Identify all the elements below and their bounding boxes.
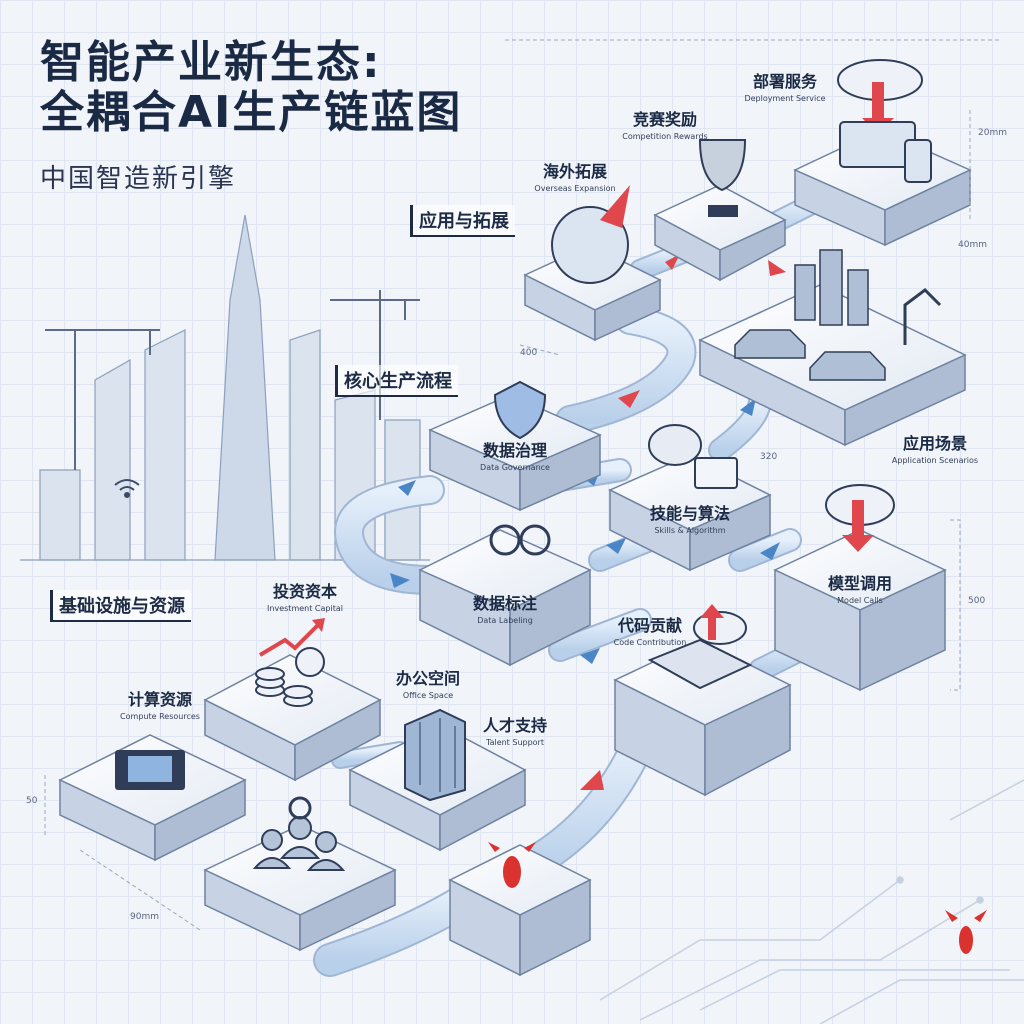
node-deploy-zh: 部署服务: [752, 72, 817, 91]
team-people-icon: [252, 816, 346, 871]
circuit-traces: [599, 779, 1024, 1024]
node-skills-zh: 技能与算法: [649, 504, 730, 523]
dim-20mm: 20mm: [978, 128, 1007, 138]
node-overseas: 海外拓展 Overseas Expansion: [515, 158, 635, 193]
node-compute-en: Compute Resources: [120, 712, 200, 721]
dim-500: 500: [968, 596, 986, 606]
node-scenarios-en: Application Scenarios: [891, 456, 979, 465]
office-building-icon: [404, 708, 466, 802]
title-line-2: 全耦合AI生产链蓝图: [40, 87, 463, 138]
node-skills: 技能与算法 Skills & Algorithm: [630, 500, 750, 535]
gear-icon: [288, 796, 312, 820]
trend-arrowhead-icon: [312, 618, 325, 632]
node-compute-zh: 计算资源: [127, 690, 192, 709]
platform-deploy: [793, 129, 972, 247]
node-talent-en: Talent Support: [486, 738, 544, 747]
section-core: 核心生产流程: [335, 365, 458, 397]
node-overseas-en: Overseas Expansion: [534, 184, 616, 193]
node-data-governance: 数据治理 Data Governance: [455, 437, 575, 472]
title-line-1: 智能产业新生态:: [40, 37, 382, 88]
flow-arrows-red: [580, 254, 786, 790]
node-competition-zh: 竞赛奖励: [632, 110, 697, 129]
node-talent: 人才支持 Talent Support: [465, 712, 565, 747]
wifi-icon: [114, 479, 140, 498]
node-office-zh: 办公空间: [395, 669, 460, 688]
node-code-zh: 代码贡献: [617, 616, 682, 635]
dim-90mm: 90mm: [130, 912, 159, 922]
cloud-upload-icon: [693, 604, 747, 645]
lobster-icon: [488, 842, 536, 888]
coin-stack-icon: [255, 647, 325, 707]
trophy-icon: [698, 139, 747, 217]
node-office: 办公空间 Office Space: [378, 665, 478, 700]
dimension-lines: [44, 39, 1000, 931]
node-scenarios: 应用场景 Application Scenarios: [870, 430, 1000, 465]
node-skills-en: Skills & Algorithm: [654, 526, 726, 535]
cpu-chip-icon: [115, 750, 185, 790]
keyboard-icon: [647, 638, 753, 690]
node-investment-en: Investment Capital: [267, 604, 343, 613]
node-talent-zh: 人才支持: [482, 716, 547, 735]
node-competition: 竞赛奖励 Competition Rewards: [600, 106, 730, 141]
node-deploy: 部署服务 Deployment Service: [725, 68, 845, 103]
code-window-icon: [694, 457, 738, 489]
node-model-en: Model Calls: [837, 596, 883, 605]
node-data-labeling-zh: 数据标注: [472, 594, 537, 613]
magnifier-icon: [489, 524, 551, 556]
page-title: 智能产业新生态: 全耦合AI生产链蓝图: [40, 38, 462, 138]
node-deploy-en: Deployment Service: [744, 94, 826, 103]
platforms: [58, 129, 972, 977]
section-application: 应用与拓展: [410, 205, 515, 237]
platform-skills: [608, 454, 772, 572]
platform-competition: [653, 184, 787, 282]
trend-up-arrow-icon: [258, 623, 320, 657]
node-investment-zh: 投资资本: [272, 582, 337, 601]
globe-rocket-icon: [551, 185, 630, 284]
city-skyline: [20, 214, 430, 561]
section-infrastructure: 基础设施与资源: [50, 590, 191, 622]
platform-model: [773, 529, 947, 692]
brain-icon: [648, 424, 702, 466]
dim-50: 50: [26, 796, 38, 806]
lobster-logo: [945, 910, 987, 954]
node-data-labeling-en: Data Labeling: [477, 616, 533, 625]
platform-scenarios: [698, 284, 967, 447]
cloud-deploy-icon: [837, 59, 932, 183]
smart-city-icon: [734, 249, 886, 381]
node-model-zh: 模型调用: [827, 574, 892, 593]
dim-40mm: 40mm: [958, 240, 987, 250]
cloud-download-icon: [825, 484, 895, 552]
node-investment: 投资资本 Investment Capital: [240, 578, 370, 613]
node-overseas-zh: 海外拓展: [542, 162, 607, 181]
node-data-governance-en: Data Governance: [480, 463, 550, 472]
platform-talent: [203, 824, 397, 952]
platform-data-labeling: [418, 529, 592, 667]
node-compute: 计算资源 Compute Resources: [100, 686, 220, 721]
crane-icons: [45, 290, 420, 470]
node-competition-en: Competition Rewards: [622, 132, 708, 141]
node-code: 代码贡献 Code Contribution: [590, 612, 710, 647]
node-data-labeling: 数据标注 Data Labeling: [445, 590, 565, 625]
node-scenarios-zh: 应用场景: [902, 434, 967, 453]
dim-400: 400: [520, 348, 538, 358]
node-model: 模型调用 Model Calls: [800, 570, 920, 605]
page-subtitle: 中国智造新引擎: [40, 164, 237, 194]
node-data-governance-zh: 数据治理: [482, 441, 547, 460]
platform-lobster: [448, 844, 592, 977]
dim-320: 320: [760, 452, 778, 462]
node-code-en: Code Contribution: [613, 638, 687, 647]
shield-icon: [493, 380, 547, 440]
robot-arm-icon: [903, 288, 942, 345]
node-office-en: Office Space: [402, 691, 454, 700]
